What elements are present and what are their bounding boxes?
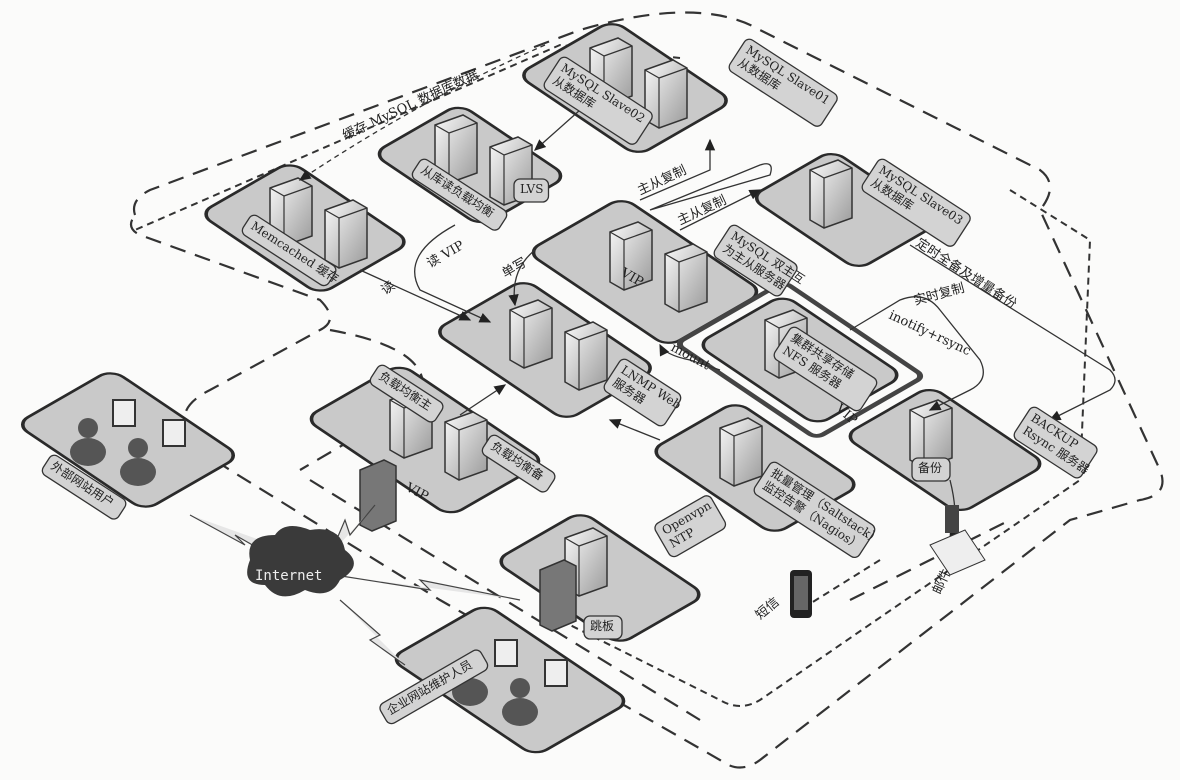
server-icon [664, 243, 708, 313]
server-icon [809, 159, 853, 229]
server-icon [909, 399, 953, 469]
lb-platform [309, 366, 541, 514]
backup-tag-text: 备份 [918, 461, 942, 475]
edge-sms: 短信 [753, 595, 783, 623]
connections [189, 44, 1116, 666]
monitor-icon [494, 639, 518, 667]
ext-users-platform [20, 372, 236, 508]
monitor-icon [112, 399, 136, 427]
dmz-zone-boundary [299, 328, 1011, 721]
lnmp-platform [438, 282, 652, 418]
edge-repl-1: 主从复制 [635, 163, 688, 199]
mail-icon [929, 505, 986, 576]
internet-cloud: Internet [247, 526, 354, 597]
edge-inotify: inotify+rsync [886, 308, 973, 359]
server-icon [509, 299, 553, 369]
edge-repl-2: 主从复制 [675, 193, 728, 229]
phone-icon [790, 570, 812, 618]
lvs-label: LVS [513, 178, 550, 203]
server-icon [564, 321, 608, 391]
server-icon [324, 199, 368, 269]
lvs-label-text: LVS [520, 182, 543, 196]
backup-tag: 备份 [911, 457, 951, 482]
server-icon [444, 411, 488, 481]
edge-realtime: 实时复制 [912, 281, 966, 309]
user-icon [70, 418, 106, 466]
edge-read-vip: 读 VIP [425, 238, 468, 271]
firewall-icon [359, 459, 397, 532]
jump-label-text: 跳板 [590, 619, 614, 633]
user-icon [120, 438, 156, 486]
inner-zone-boundary [134, 43, 1092, 707]
server-icon [719, 417, 763, 487]
server-icon [609, 221, 653, 291]
backup-platform [848, 389, 1042, 511]
edge-read: 读 [379, 279, 398, 299]
firewall-icon [539, 559, 577, 632]
admin-user-icon [502, 678, 538, 726]
jump-label: 跳板 [583, 615, 623, 640]
master-platform [531, 200, 759, 344]
monitor-icon [544, 659, 568, 687]
monitor-icon [162, 419, 186, 447]
internet-label: Internet [255, 568, 322, 584]
